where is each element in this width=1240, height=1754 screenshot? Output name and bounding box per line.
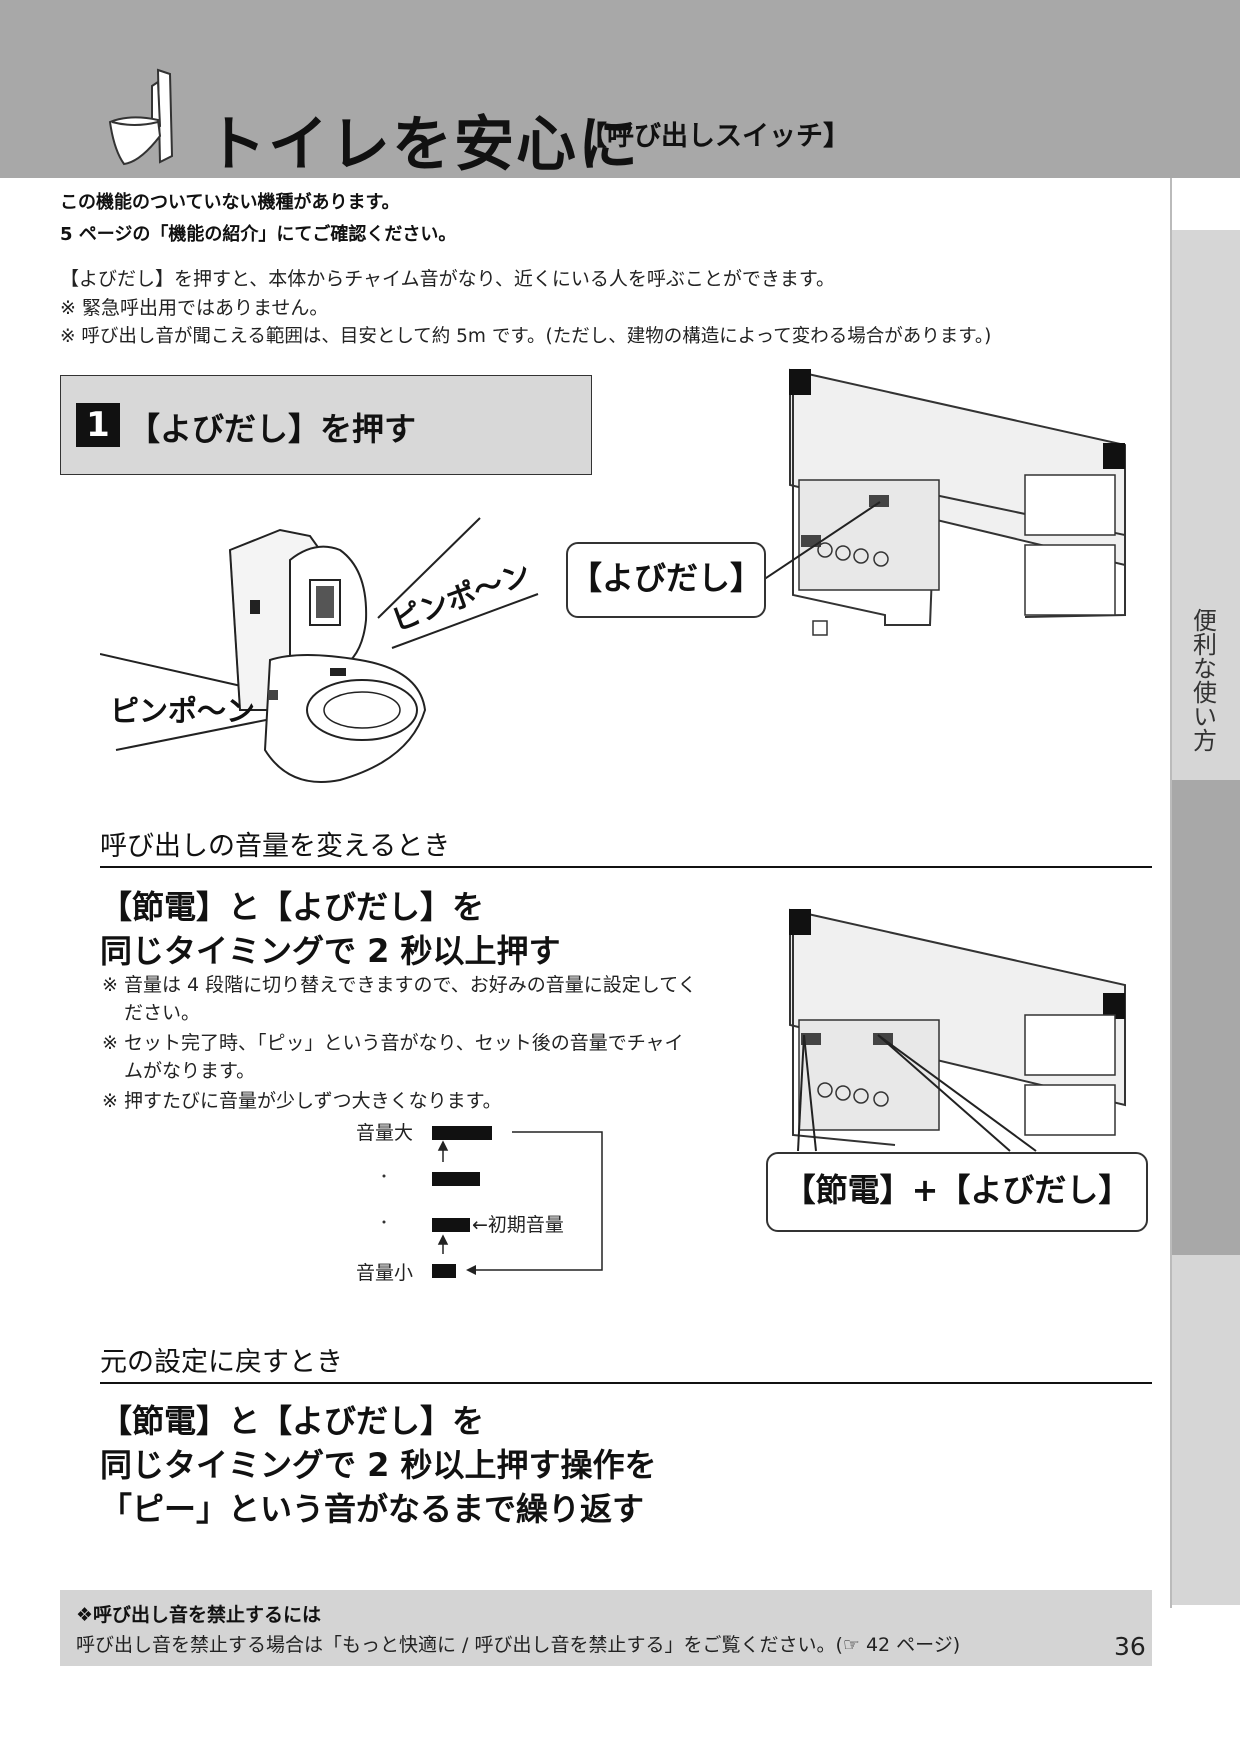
step-box — [60, 375, 592, 475]
volume-note-2a: ※ セット完了時、「ピッ」という音がなり、セット後の音量でチャイ — [102, 1032, 684, 1054]
step-number: 1 — [76, 403, 120, 447]
callout-setsuden-yobidashi: 【節電】+【よびだし】 — [766, 1152, 1148, 1232]
note-line-2: 5 ページの「機能の紹介」にてご確認ください。 — [60, 224, 457, 245]
callout-yobidashi: 【よびだし】 — [566, 542, 766, 618]
reset-line-1: 【節電】と【よびだし】を — [100, 1402, 485, 1440]
volume-note-3: ※ 押すたびに音量が少しずつ大きくなります。 — [102, 1090, 502, 1112]
remote-panel-1 — [789, 368, 1126, 636]
volume-heading-rule — [100, 866, 1152, 868]
volume-heading: 呼び出しの音量を変えるとき — [100, 831, 451, 862]
info-text: 呼び出し音を禁止する場合は「もっと快適に / 呼び出し音を禁止する」をご覧くださ… — [76, 1634, 961, 1656]
intro-line-2: ※ 緊急呼出用ではありません。 — [60, 297, 329, 319]
side-tab-upper — [1172, 230, 1240, 780]
header-band — [0, 0, 1240, 178]
sound-effect-2: ピンポ〜ン — [110, 694, 256, 728]
volume-bar-4 — [432, 1126, 492, 1140]
toilet-illustration — [100, 517, 539, 783]
volume-level-diagram — [382, 1126, 603, 1278]
side-tab-label: 便利な使い方 — [1182, 608, 1222, 759]
volume-note-1a: ※ 音量は 4 段階に切り替えできますので、お好みの音量に設定してく — [102, 974, 697, 996]
side-tab-label-text: 便利な使い方 — [1188, 608, 1217, 752]
page-subtitle: 【呼び出しスイッチ】 — [580, 121, 850, 152]
side-divider — [1170, 178, 1172, 1608]
volume-bar-2 — [432, 1218, 470, 1232]
volume-bar-1 — [432, 1264, 456, 1278]
reset-line-3: 「ピー」という音がなるまで繰り返す — [100, 1490, 645, 1528]
volume-min-label: 音量小 — [356, 1262, 414, 1284]
intro-line-3: ※ 呼び出し音が聞こえる範囲は、目安として約 5m です。(ただし、建物の構造に… — [60, 326, 992, 347]
volume-max-label: 音量大 — [356, 1122, 414, 1144]
volume-instruction-1: 【節電】と【よびだし】を — [100, 888, 485, 926]
page-title: トイレを安心に — [206, 110, 640, 180]
side-tab-lower — [1172, 1255, 1240, 1605]
side-tab-middle — [1172, 780, 1240, 1255]
volume-initial-label: ←初期音量 — [472, 1214, 564, 1236]
callout-pointer-1 — [747, 501, 881, 591]
info-title: ❖呼び出し音を禁止するには — [76, 1604, 322, 1626]
intro-line-1: 【よびだし】を押すと、本体からチャイム音がなり、近くにいる人を呼ぶことができます… — [60, 268, 836, 290]
page-number: 36 — [1114, 1632, 1146, 1661]
remote-panel-2 — [789, 908, 1126, 1146]
reset-heading-rule — [100, 1382, 1152, 1384]
step-label: 【よびだし】を押す — [128, 410, 417, 448]
volume-note-2b: ムがなります。 — [124, 1060, 256, 1082]
toilet-icon — [108, 68, 174, 166]
volume-bar-3 — [432, 1172, 480, 1186]
volume-instruction-2: 同じタイミングで 2 秒以上押す — [100, 932, 561, 970]
callout-pointer-2 — [797, 1034, 1037, 1152]
note-line-1: この機能のついていない機種があります。 — [60, 192, 400, 213]
reset-line-2: 同じタイミングで 2 秒以上押す操作を — [100, 1446, 657, 1484]
reset-heading: 元の設定に戻すとき — [100, 1347, 343, 1378]
info-box — [60, 1590, 1152, 1666]
volume-note-1b: ださい。 — [124, 1002, 201, 1024]
